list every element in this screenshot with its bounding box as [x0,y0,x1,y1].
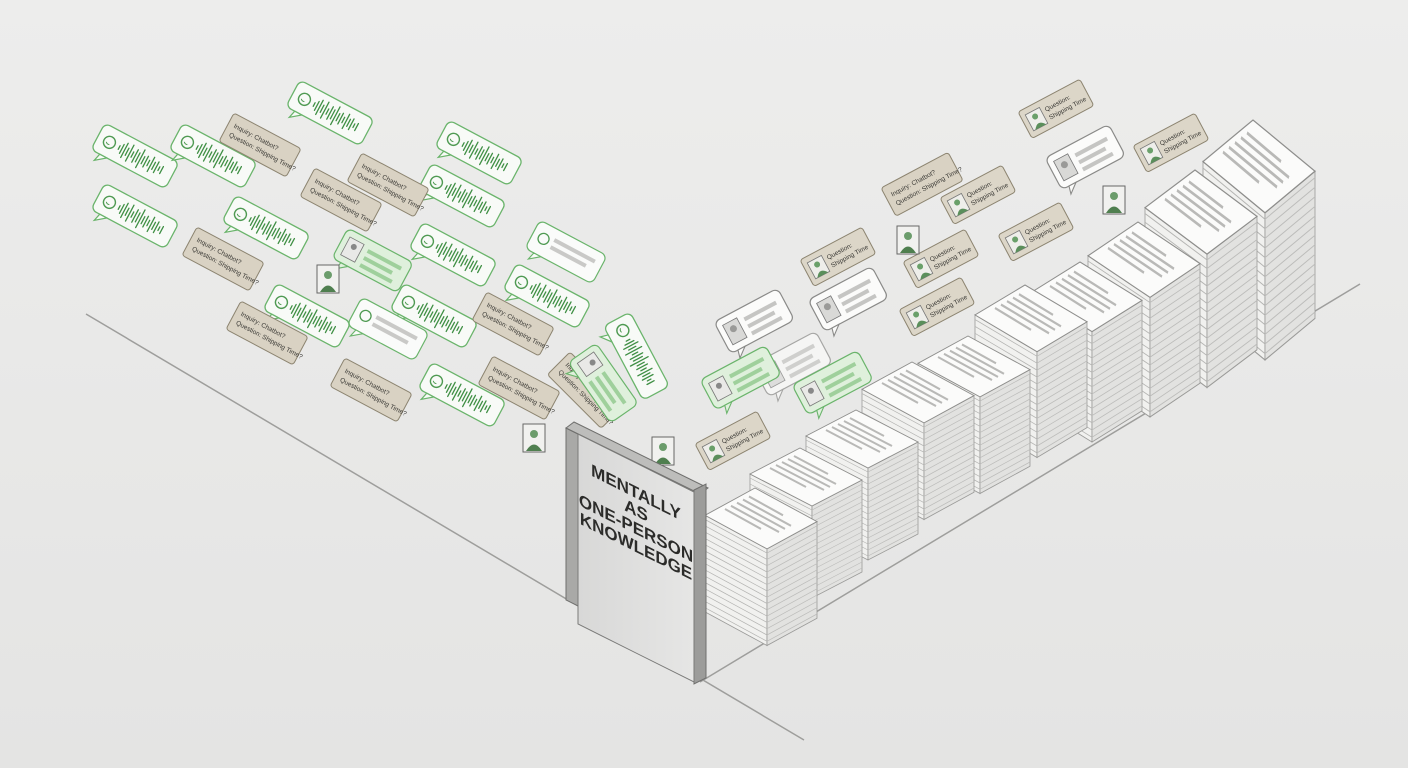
avatar-tile [1102,185,1126,215]
knowledge-doorway: MENTALLY AS ONE-PERSON KNOWLEDGE [565,421,709,685]
avatar-tile [522,423,546,453]
avatar-tile [651,436,675,466]
avatar-tile [316,264,340,294]
avatar-tile [896,225,920,255]
